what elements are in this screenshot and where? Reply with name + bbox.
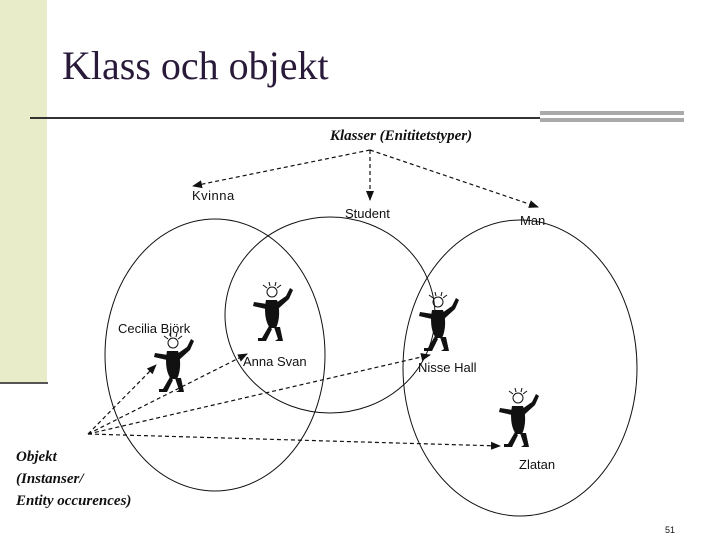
objects-heading-line: (Instanser/ <box>16 471 84 487</box>
class-label-man: Man <box>520 213 546 228</box>
person-figure-icon <box>252 281 294 342</box>
objects-heading-line: Objekt <box>16 449 57 465</box>
objects-heading-line: Entity occurences) <box>16 493 132 509</box>
arrow-to-kvinna <box>192 149 371 189</box>
arrow-to-zlatan <box>87 433 501 450</box>
object-label-nisse: Nisse Hall <box>418 360 477 375</box>
title-rule <box>30 117 540 119</box>
arrow-to-anna <box>87 353 248 435</box>
object-label-zlatan: Zlatan <box>519 457 556 472</box>
object-label-anna: Anna Svan <box>243 354 307 369</box>
slide-title: Klass och objekt <box>62 43 329 88</box>
class-label-kvinna: Kvinna <box>192 188 235 203</box>
title-rule-accent-lower <box>540 118 684 122</box>
title-rule-accent <box>540 111 684 115</box>
man-set-ellipse <box>402 219 638 517</box>
class-label-student: Student <box>345 206 390 221</box>
arrow-to-man <box>369 149 539 208</box>
person-figure-icon <box>498 387 540 448</box>
arrow-to-nisse <box>87 353 431 435</box>
kvinna-set-ellipse <box>104 218 326 492</box>
person-figure-icon <box>418 291 460 352</box>
object-label-cecilia: Cecilia Björk <box>118 321 191 336</box>
classes-heading: Klasser (Enititetstyper) <box>330 128 473 144</box>
side-panel-divider <box>0 382 48 384</box>
side-panel <box>0 0 47 383</box>
arrow-to-cecilia <box>87 364 157 435</box>
objects-heading: Objekt (Instanser/ Entity occurences) <box>16 446 131 512</box>
page-number: 51 <box>665 525 676 535</box>
